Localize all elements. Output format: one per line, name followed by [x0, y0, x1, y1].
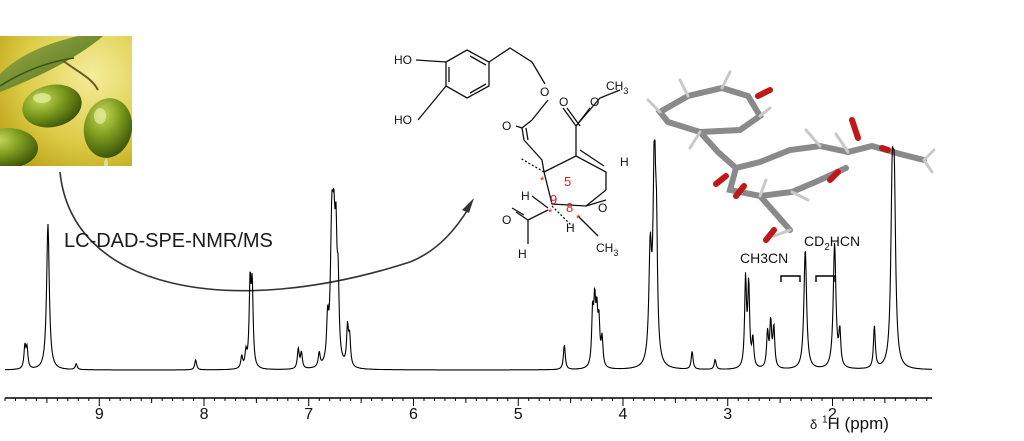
spectrum-trace — [4, 139, 933, 371]
method-label: LC-DAD-SPE-NMR/MS — [64, 230, 273, 252]
h-left-label: H — [521, 189, 530, 203]
vinyl-h-label: H — [620, 155, 629, 169]
ring-oxygen-label: O — [598, 201, 607, 215]
x-axis-tick-label-8: 8 — [199, 406, 209, 423]
olive-photo — [0, 36, 132, 166]
ester-oxygen-2: O — [502, 119, 511, 133]
aldehyde-h-label: H — [518, 247, 527, 261]
x-axis-tick-label-4: 4 — [618, 406, 628, 423]
x-axis-tick-label-9: 9 — [94, 406, 104, 423]
solvent-label-ch3cn: CH3CN — [740, 250, 789, 266]
stereo-star-8: * — [576, 213, 581, 225]
atom-number-9: 9 — [550, 192, 557, 207]
ester-oxygen-3: O — [559, 95, 568, 109]
stereo-star-9: * — [548, 207, 553, 219]
solvent-bracket-cd2hcn — [815, 275, 836, 282]
olive-illustration — [0, 36, 132, 166]
x-axis-tick-label-7: 7 — [304, 406, 314, 423]
x-axis-ticks — [4, 398, 928, 406]
ester-oxygen-4: O — [590, 95, 599, 109]
x-axis-tick-label-3: 3 — [723, 406, 733, 423]
ho-bottom-label: HO — [394, 113, 412, 127]
aldehyde-oxygen-label: O — [502, 213, 511, 227]
atom-number-8: 8 — [566, 200, 573, 215]
x-axis-tick-label-2: 2 — [828, 406, 837, 423]
atom-number-5: 5 — [564, 174, 571, 189]
methyl-ester-label: CH3 — [606, 79, 628, 96]
x-axis-tick-label-6: 6 — [409, 406, 418, 423]
x-axis-tick-label-5: 5 — [513, 406, 523, 423]
x-axis-title: δ 1H (ppm) — [810, 414, 889, 433]
solvent-bracket-ch3cn — [780, 275, 801, 282]
ho-top-label: HO — [394, 53, 412, 67]
stereo-star-5: * — [540, 175, 545, 187]
h-c8-label: H — [566, 221, 575, 235]
ester-oxygen-1: O — [540, 85, 549, 99]
c8-methyl-label: CH3 — [596, 241, 618, 258]
solvent-label-cd2hcn: CD2HCN — [804, 233, 861, 253]
